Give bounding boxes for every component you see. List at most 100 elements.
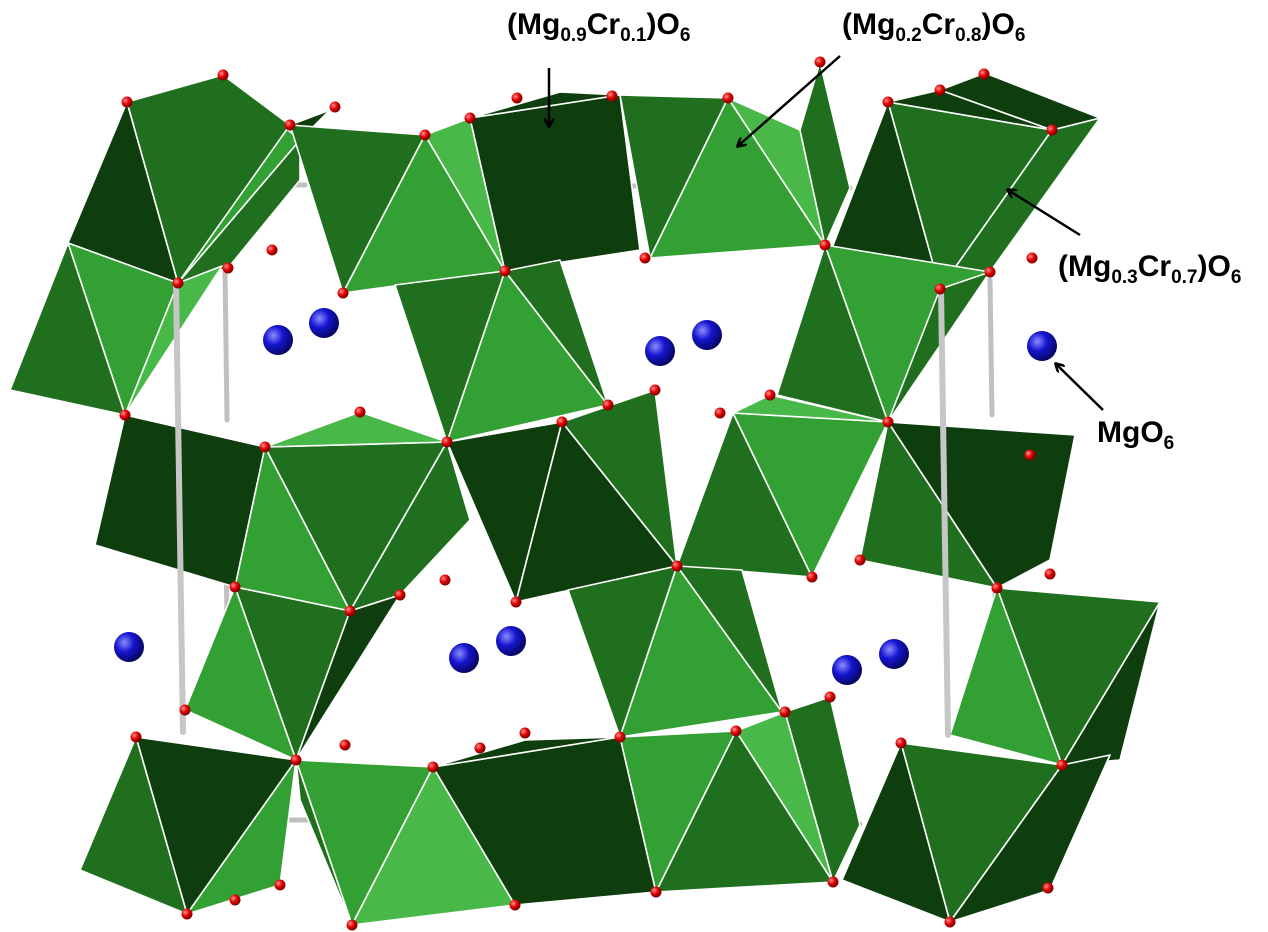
octahedron-face	[295, 759, 353, 926]
oxygen-atom	[824, 691, 836, 703]
oxygen-atom	[354, 406, 366, 418]
octahedron-face	[9, 242, 126, 416]
oxygen-atom	[984, 266, 996, 278]
octahedron-face	[949, 587, 1063, 766]
oxygen-atom	[882, 96, 894, 108]
oxygen-atom	[259, 441, 271, 453]
oxygen-atom	[464, 112, 476, 124]
oxygen-atom	[217, 69, 229, 81]
octahedron-face	[469, 91, 621, 119]
mg-atom	[879, 639, 909, 669]
oxygen-atom	[509, 899, 521, 911]
oxygen-atom	[882, 416, 894, 428]
front-bonds	[173, 282, 951, 738]
oxygen-atom	[614, 731, 626, 743]
oxygen-atom	[179, 704, 191, 716]
oxygen-atom	[1042, 882, 1054, 894]
oxygen-atom	[229, 581, 241, 593]
oxygen-atom	[978, 68, 990, 80]
arrow-site4	[1056, 364, 1104, 411]
oxygen-atom	[121, 96, 133, 108]
oxygen-atom	[722, 92, 734, 104]
oxygen-atom	[779, 706, 791, 718]
label-mg02cr08o6: (Mg0.2Cr0.8)O6	[842, 8, 1026, 46]
octahedron-face	[264, 411, 448, 448]
arrow-site3	[1008, 190, 1081, 237]
oxygen-atom	[229, 894, 241, 906]
oxygen-atom	[284, 119, 296, 131]
oxygen-atom	[671, 560, 683, 572]
oxygen-atom	[439, 574, 451, 586]
oxygen-atom	[266, 244, 278, 256]
oxygen-atom	[181, 908, 193, 920]
oxygen-atom	[639, 252, 651, 264]
oxygen-atom	[649, 384, 661, 396]
octahedron-face	[432, 736, 621, 768]
oxygen-atom	[222, 262, 234, 274]
mg-atom	[309, 308, 339, 338]
octahedron-face	[504, 259, 609, 406]
octahedra	[9, 61, 1161, 926]
oxygen-atom	[854, 554, 866, 566]
oxygen-atom	[650, 886, 662, 898]
label-mg03cr07o6: (Mg0.3Cr0.7)O6	[1058, 250, 1242, 288]
oxygen-atom	[346, 919, 358, 931]
octahedron-face	[799, 61, 851, 246]
octahedron-face	[841, 742, 951, 923]
oxygen-atom	[499, 265, 511, 277]
oxygen-atom	[1046, 124, 1058, 136]
octahedron-face	[784, 696, 861, 883]
oxygen-atom	[1026, 252, 1038, 264]
mg-atom	[263, 325, 293, 355]
oxygen-atom	[274, 879, 286, 891]
octahedron-face	[184, 586, 297, 761]
oxygen-atom	[1044, 568, 1056, 580]
oxygen-atom	[827, 876, 839, 888]
oxygen-atom	[934, 84, 946, 96]
oxygen-atom	[329, 101, 341, 113]
mg-atom	[645, 336, 675, 366]
oxygen-atom	[510, 596, 522, 608]
label-mgo6: MgO6	[1097, 416, 1175, 454]
mg-atom	[832, 655, 862, 685]
octahedron-face	[124, 265, 223, 416]
oxygen-atom	[427, 761, 439, 773]
oxygen-atom	[895, 737, 907, 749]
oxygen-atom	[819, 239, 831, 251]
oxygen-atom	[1056, 759, 1068, 771]
oxygen-atom	[344, 605, 356, 617]
oxygen-atom	[991, 582, 1003, 594]
octahedron-face	[732, 394, 889, 423]
mg-atom	[114, 632, 144, 662]
oxygen-atom	[394, 589, 406, 601]
oxygen-atom	[1024, 449, 1036, 461]
oxygen-atom	[519, 727, 531, 739]
oxygen-atom	[814, 56, 826, 68]
octahedron-face	[79, 736, 188, 915]
oxygen-atom	[944, 916, 956, 928]
label-mg09cr01o6: (Mg0.9Cr0.1)O6	[507, 8, 691, 46]
oxygen-atom	[606, 90, 618, 102]
octahedron-face	[939, 72, 1101, 131]
oxygen-atom	[337, 287, 349, 299]
oxygen-atom	[290, 754, 302, 766]
mg-atom	[449, 643, 479, 673]
oxygen-atom	[474, 742, 486, 754]
mg-atom	[692, 320, 722, 350]
oxygen-atom	[441, 436, 453, 448]
oxygen-atom	[730, 725, 742, 737]
mg-atoms	[114, 308, 1057, 685]
oxygen-atom	[119, 409, 131, 421]
oxygen-atom	[511, 92, 523, 104]
octahedron-face	[295, 594, 401, 761]
oxygen-atom	[764, 389, 776, 401]
mg-atom	[496, 626, 526, 656]
oxygen-atoms	[119, 56, 1068, 931]
oxygen-atom	[419, 129, 431, 141]
oxygen-atom	[339, 739, 351, 751]
mg-atom	[1027, 331, 1057, 361]
oxygen-atom	[934, 283, 946, 295]
oxygen-atom	[806, 571, 818, 583]
octahedron-face	[676, 565, 783, 713]
oxygen-atom	[556, 416, 568, 428]
